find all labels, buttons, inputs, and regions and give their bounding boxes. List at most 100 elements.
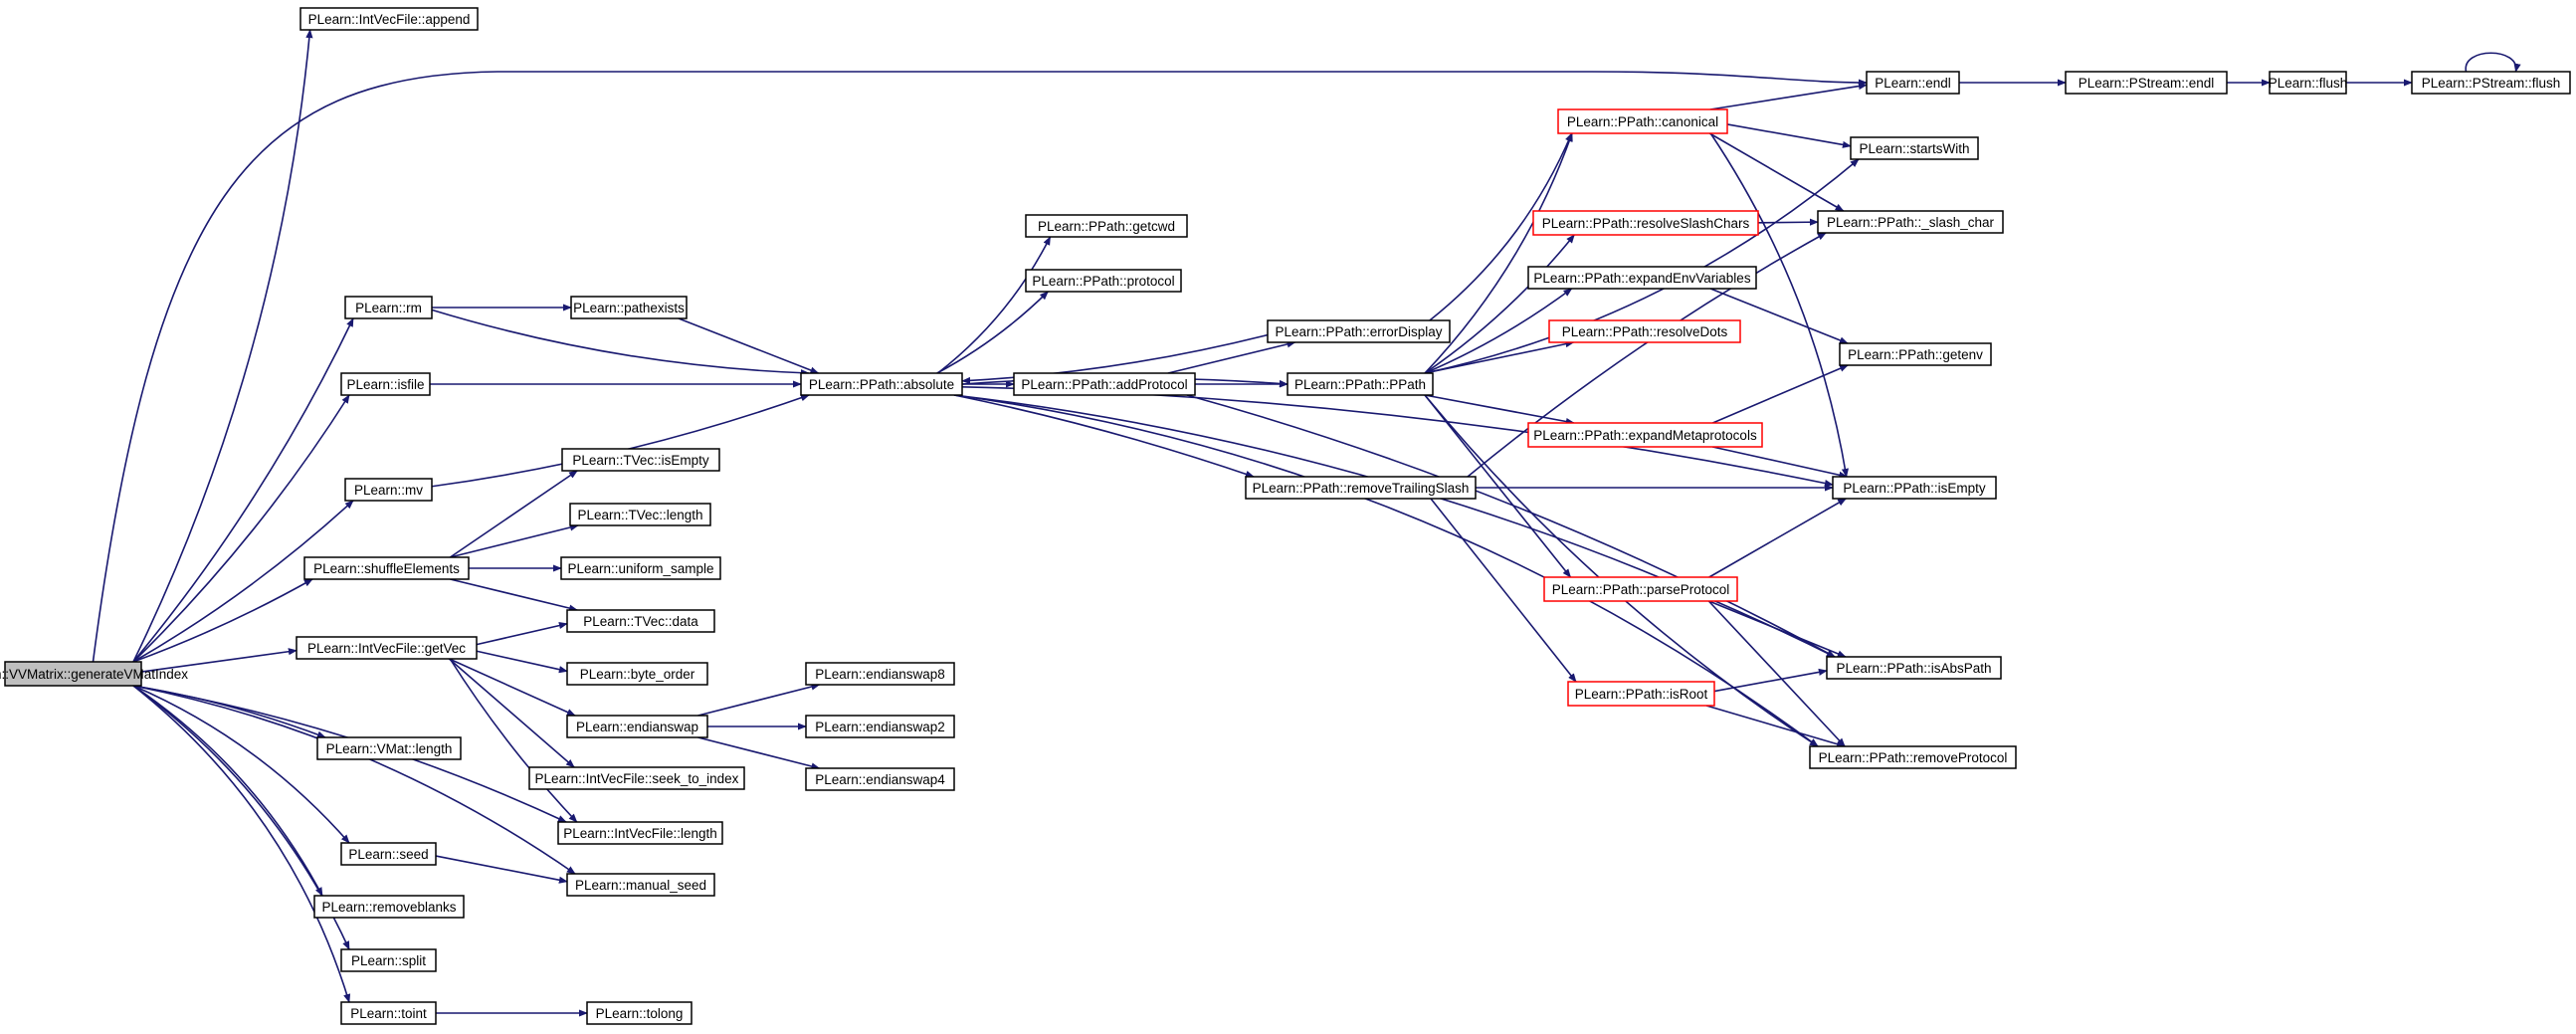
- node-ppath[interactable]: PLearn::PPath::PPath: [1287, 372, 1434, 396]
- call-nodes: PLearn::VVMatrix::generateVMatIndexPLear…: [0, 7, 2571, 1025]
- edge-absolute-to-protocol: [936, 291, 1049, 374]
- node-append[interactable]: PLearn::IntVecFile::append: [299, 7, 479, 31]
- node-slashchar[interactable]: PLearn::PPath::_slash_char: [1817, 210, 2004, 234]
- node-label: PLearn::PPath::expandEnvVariables: [1533, 271, 1750, 286]
- node-protocol[interactable]: PLearn::PPath::protocol: [1025, 269, 1182, 293]
- edge-canonical-to-slashchar: [1708, 132, 1845, 212]
- node-label: PLearn::VMat::length: [326, 741, 453, 756]
- edge-expandmeta-to-getenv: [1712, 364, 1849, 424]
- node-psendl[interactable]: PLearn::PStream::endl: [2065, 71, 2228, 95]
- node-split[interactable]: PLearn::split: [340, 948, 437, 972]
- node-toint[interactable]: PLearn::toint: [340, 1001, 437, 1025]
- node-label: PLearn::PPath::expandMetaprotocols: [1533, 428, 1757, 443]
- node-box: [566, 873, 715, 897]
- node-tvecisempty[interactable]: PLearn::TVec::isEmpty: [561, 448, 720, 472]
- node-label: PLearn::pathexists: [573, 301, 685, 315]
- node-flush[interactable]: PLearn::flush: [2269, 71, 2348, 95]
- edge-endianswap-to-endianswap8: [697, 683, 821, 717]
- node-label: PLearn::PPath::resolveDots: [1562, 324, 1728, 339]
- node-box: [805, 662, 955, 686]
- edge-gen-to-seed: [132, 685, 350, 844]
- node-label: PLearn::PPath::parseProtocol: [1552, 582, 1730, 597]
- node-label: PLearn::PPath::isEmpty: [1843, 481, 1986, 496]
- node-canonical[interactable]: PLearn::PPath::canonical: [1557, 108, 1728, 134]
- node-startswith[interactable]: PLearn::startsWith: [1850, 136, 1979, 160]
- edge-seed-to-manualseed: [435, 855, 568, 884]
- edge-addprotocol-to-isabspath: [1186, 394, 1836, 658]
- node-endianswap8[interactable]: PLearn::endianswap8: [805, 662, 955, 686]
- node-seed[interactable]: PLearn::seed: [340, 842, 437, 866]
- node-endianswap[interactable]: PLearn::endianswap: [566, 715, 708, 738]
- node-isroot[interactable]: PLearn::PPath::isRoot: [1567, 681, 1715, 707]
- node-tvecdata[interactable]: PLearn::TVec::data: [566, 609, 715, 633]
- call-edges: [92, 29, 2521, 1017]
- node-resolveslash[interactable]: PLearn::PPath::resolveSlashChars: [1532, 210, 1759, 236]
- node-endianswap4[interactable]: PLearn::endianswap4: [805, 767, 955, 791]
- node-box: [1548, 319, 1741, 343]
- node-errordisplay[interactable]: PLearn::PPath::errorDisplay: [1267, 319, 1451, 343]
- node-addprotocol[interactable]: PLearn::PPath::addProtocol: [1013, 372, 1196, 396]
- node-label: PLearn::PPath::PPath: [1294, 377, 1426, 392]
- node-shuffle[interactable]: PLearn::shuffleElements: [303, 556, 470, 580]
- node-resolvedots[interactable]: PLearn::PPath::resolveDots: [1548, 319, 1741, 343]
- edge-mv-to-absolute: [431, 394, 810, 488]
- node-expandmeta[interactable]: PLearn::PPath::expandMetaprotocols: [1527, 422, 1763, 448]
- node-label: PLearn::PStream::flush: [2422, 76, 2561, 91]
- node-uniform[interactable]: PLearn::uniform_sample: [560, 556, 721, 580]
- node-seektoindex[interactable]: PLearn::IntVecFile::seek_to_index: [528, 766, 745, 790]
- node-rm[interactable]: PLearn::rm: [344, 296, 433, 319]
- node-removetrailing[interactable]: PLearn::PPath::removeTrailingSlash: [1245, 476, 1477, 500]
- node-endianswap2[interactable]: PLearn::endianswap2: [805, 715, 955, 738]
- node-getvec[interactable]: PLearn::IntVecFile::getVec: [296, 636, 478, 660]
- edge-canonical-to-endl: [1709, 83, 1868, 110]
- node-box: [2411, 71, 2571, 95]
- node-box: [2065, 71, 2228, 95]
- node-label: PLearn::seed: [348, 847, 428, 862]
- node-byteorder[interactable]: PLearn::byte_order: [566, 662, 708, 686]
- node-vmatlength[interactable]: PLearn::VMat::length: [316, 736, 462, 760]
- node-label: PLearn::manual_seed: [575, 878, 706, 893]
- edge-gen-to-getvec: [140, 648, 297, 673]
- edge-ppath-to-expandmeta: [1424, 394, 1575, 426]
- node-tveclength[interactable]: PLearn::TVec::length: [569, 503, 711, 526]
- node-absolute[interactable]: PLearn::PPath::absolute: [800, 372, 963, 396]
- node-getcwd[interactable]: PLearn::PPath::getcwd: [1025, 214, 1188, 238]
- edge-ppath-to-resolveslash: [1424, 234, 1575, 374]
- node-box: [299, 7, 479, 31]
- node-expandenv[interactable]: PLearn::PPath::expandEnvVariables: [1527, 266, 1757, 290]
- node-isabspath[interactable]: PLearn::PPath::isAbsPath: [1826, 656, 2002, 680]
- edge-absolute-to-getcwd: [937, 236, 1052, 374]
- node-label: PLearn::PPath::absolute: [809, 377, 954, 392]
- node-manualseed[interactable]: PLearn::manual_seed: [566, 873, 715, 897]
- node-psflush[interactable]: PLearn::PStream::flush: [2411, 71, 2571, 95]
- edge-absolute-to-removeprotocol: [953, 394, 1819, 747]
- edge-gen-to-isfile: [132, 394, 350, 663]
- node-box: [344, 296, 433, 319]
- node-isfile[interactable]: PLearn::isfile: [340, 372, 431, 396]
- node-getenv[interactable]: PLearn::PPath::getenv: [1839, 342, 1992, 366]
- node-parseprotocol[interactable]: PLearn::PPath::parseProtocol: [1543, 576, 1738, 602]
- node-isempty[interactable]: PLearn::PPath::isEmpty: [1832, 476, 1997, 500]
- node-box: [1287, 372, 1434, 396]
- node-endl[interactable]: PLearn::endl: [1866, 71, 1960, 95]
- node-label: PLearn::endianswap4: [815, 772, 945, 787]
- node-box: [316, 736, 462, 760]
- edge-gen-to-shuffle: [132, 578, 313, 663]
- node-label: PLearn::TVec::length: [577, 508, 702, 522]
- node-box: [1850, 136, 1979, 160]
- node-mv[interactable]: PLearn::mv: [344, 478, 433, 502]
- edge-gen-to-mv: [132, 500, 354, 663]
- node-removeblanks[interactable]: PLearn::removeblanks: [313, 895, 465, 919]
- edge-expandenv-to-getenv: [1709, 288, 1849, 344]
- edge-getvec-to-byteorder: [476, 650, 568, 674]
- node-gen[interactable]: PLearn::VVMatrix::generateVMatIndex: [0, 661, 188, 687]
- edge-removetrailing-to-slashchar: [1467, 232, 1827, 478]
- node-tolong[interactable]: PLearn::tolong: [586, 1001, 693, 1025]
- node-label: PLearn::tolong: [596, 1006, 684, 1021]
- node-label: PLearn::byte_order: [580, 667, 695, 682]
- node-ivflength[interactable]: PLearn::IntVecFile::length: [557, 821, 723, 845]
- edge-ppath-to-startswith: [1424, 158, 1860, 374]
- node-removeprotocol[interactable]: PLearn::PPath::removeProtocol: [1809, 745, 2017, 769]
- node-pathexists[interactable]: PLearn::pathexists: [570, 296, 688, 319]
